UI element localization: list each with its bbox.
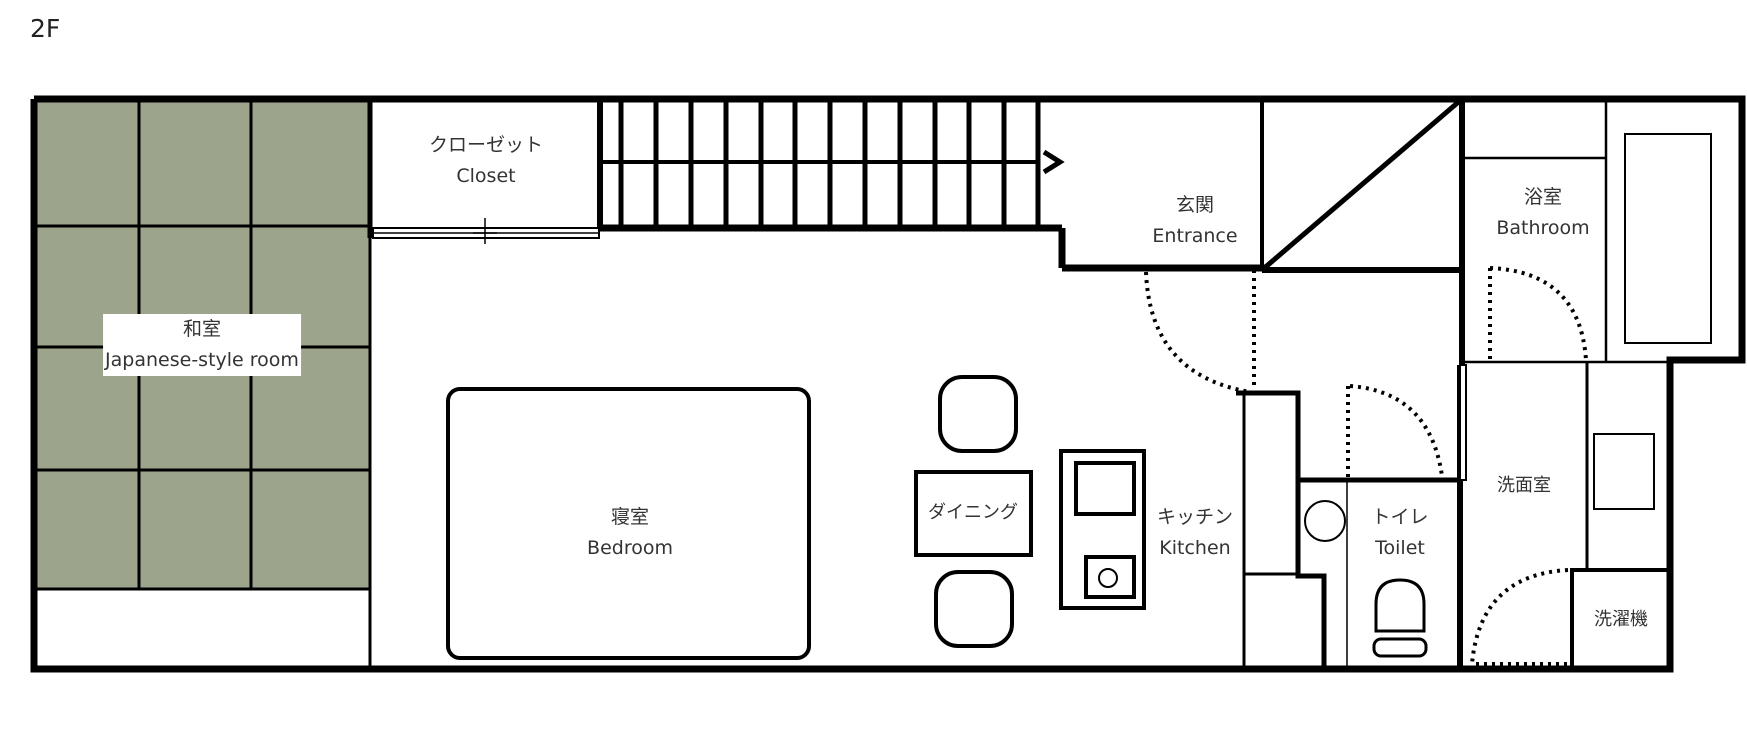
washroom xyxy=(1459,362,1672,671)
dining-table-icon xyxy=(914,470,1033,557)
washroom-ja: 洗面室 xyxy=(1497,475,1551,496)
bathroom-label: 浴室 Bathroom xyxy=(1496,182,1589,244)
kitchen-label: キッチン Kitchen xyxy=(1157,502,1233,564)
entrance-en: Entrance xyxy=(1152,225,1238,247)
entrance-ja: 玄関 xyxy=(1175,194,1215,216)
chair-icon xyxy=(938,375,1018,453)
door-swing-icon xyxy=(1144,270,1256,394)
bathtub-icon xyxy=(1624,133,1712,344)
outer-walls xyxy=(30,95,1746,673)
dining-label: ダイニング xyxy=(928,497,1018,528)
entrance-label: 玄関 Entrance xyxy=(1152,190,1237,252)
stove-icon xyxy=(1059,449,1146,610)
dining-ja: ダイニング xyxy=(928,502,1018,523)
bathroom-ja: 浴室 xyxy=(1523,186,1563,208)
closet-label: クローゼット Closet xyxy=(429,130,543,192)
toilet-en: Toilet xyxy=(1375,537,1425,559)
closet xyxy=(367,99,600,244)
washing-machine-label: 洗濯機 xyxy=(1594,604,1648,635)
chair-icon xyxy=(934,570,1014,648)
japanese-room-en: Japanese-style room xyxy=(105,349,299,371)
stairs xyxy=(597,99,1268,272)
bedroom-en: Bedroom xyxy=(587,537,673,559)
dining-set xyxy=(914,375,1033,648)
japanese-room-ja: 和室 xyxy=(182,318,222,340)
bathroom-en: Bathroom xyxy=(1496,217,1590,239)
washing-machine-ja: 洗濯機 xyxy=(1594,609,1648,630)
japanese-room-tatami xyxy=(34,99,372,669)
floor-label: 2F xyxy=(30,14,61,43)
japanese-room-label: 和室 Japanese-style room xyxy=(103,314,301,376)
entrance-walls xyxy=(1260,97,1465,365)
closet-ja: クローゼット xyxy=(428,134,544,156)
toilet-label: トイレ Toilet xyxy=(1371,502,1428,564)
bedroom-label: 寝室 Bedroom xyxy=(587,502,673,564)
closet-en: Closet xyxy=(456,165,516,187)
stairs-arrow-icon xyxy=(1042,149,1065,175)
bedroom-ja: 寝室 xyxy=(610,506,649,528)
washing-machine-icon xyxy=(1570,568,1672,671)
toilet-ja: トイレ xyxy=(1371,506,1429,528)
kitchen-ja: キッチン xyxy=(1156,506,1234,528)
washroom-label: 洗面室 xyxy=(1497,470,1551,501)
bed-icon xyxy=(446,387,811,660)
bathroom xyxy=(1462,99,1712,364)
toilet-icon xyxy=(1374,578,1426,633)
sink-icon xyxy=(1304,500,1346,542)
kitchen-partition xyxy=(1236,390,1327,669)
kitchen-en: Kitchen xyxy=(1159,537,1231,559)
